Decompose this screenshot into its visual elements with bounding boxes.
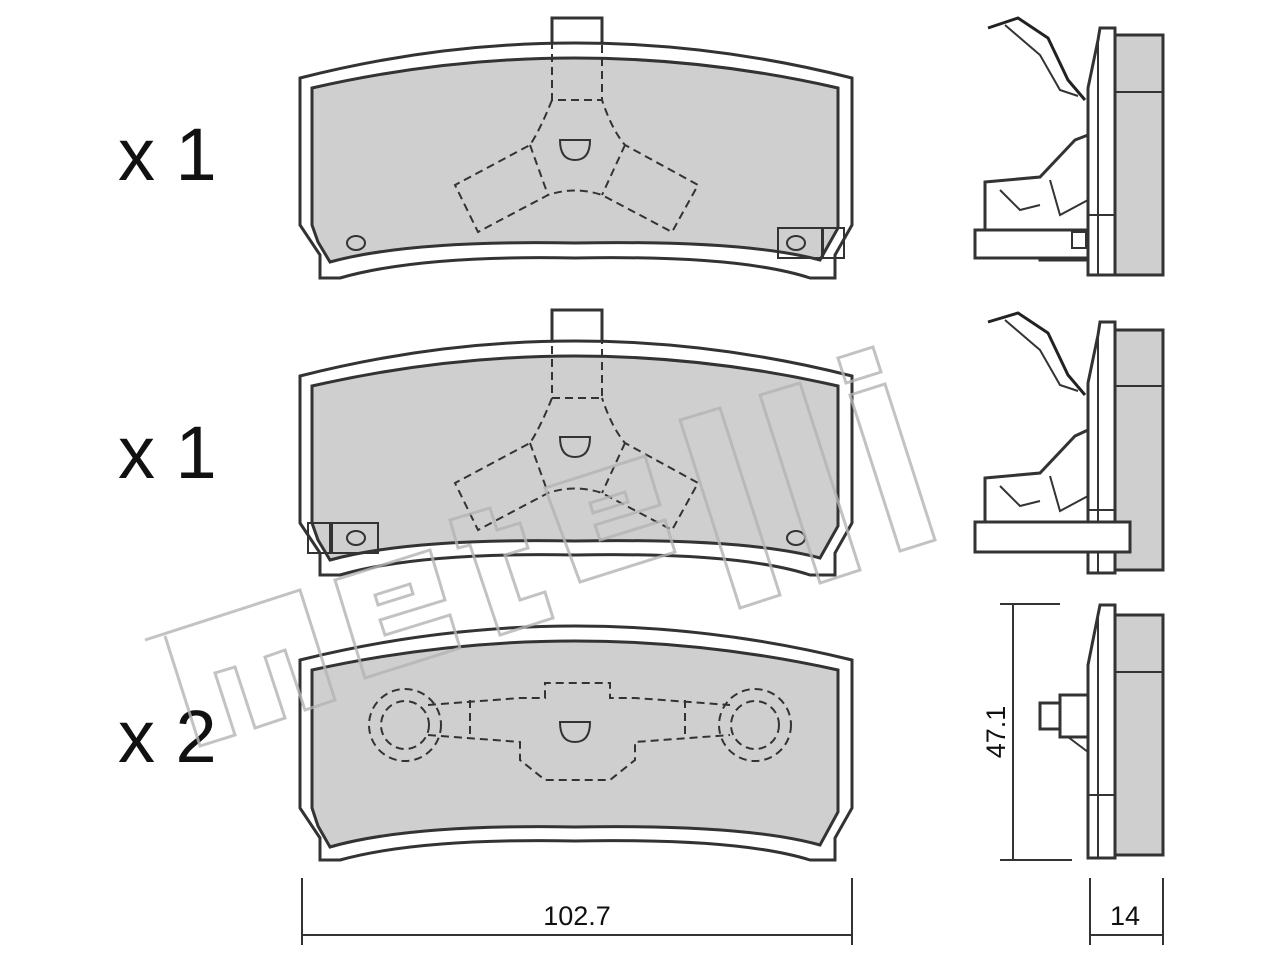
pad-2-left-clip	[329, 522, 379, 554]
height-dimension-label: 47.1	[981, 706, 1011, 759]
side-1-detail-lines	[1088, 40, 1163, 275]
side-1-wear-indicator-wire	[987, 16, 1087, 101]
side-1-clip-pin	[1071, 231, 1087, 249]
pad-3-front-view	[298, 624, 854, 862]
height-dimension-lines	[1000, 603, 1072, 861]
side-1-wire-shadow	[1004, 24, 1079, 97]
pad-1-wear-slot	[558, 139, 592, 162]
watermark-letter-t	[448, 506, 555, 637]
width-dimension-label: 102.7	[543, 901, 611, 931]
watermark-letter-e	[333, 548, 462, 680]
side-1-friction	[1113, 33, 1165, 277]
pad-2-side-view	[973, 311, 1165, 575]
pad-3-wear-slot	[558, 721, 592, 744]
pad-3-left-dashed-inner-circle	[380, 700, 430, 750]
width-dimension-lines	[301, 878, 853, 945]
pad-2-front-view	[298, 308, 854, 577]
pad-2-top-tab	[550, 308, 604, 344]
side-1-clip-detail	[999, 179, 1089, 217]
watermark-letter-e2	[543, 454, 677, 584]
dimension-width: 102.7	[301, 878, 853, 945]
pad-2-dashed-arms	[529, 442, 626, 494]
pad-3-side-view	[1038, 603, 1165, 860]
watermark-letter-i	[836, 345, 937, 553]
watermark-letter-l	[678, 406, 782, 610]
pad-1-right-clip-tab	[821, 227, 845, 259]
row-2-quantity-label: x 1	[118, 411, 217, 494]
thickness-dimension-lines	[1089, 878, 1164, 945]
pad-2-left-hole	[346, 530, 366, 546]
pad-1-side-view	[973, 16, 1165, 277]
watermark-letter-l2	[758, 381, 862, 585]
pad-1-dashed-stem	[551, 28, 603, 101]
pad-2-left-clip-tab	[307, 522, 333, 554]
pad-3-right-dashed-circle	[718, 688, 792, 762]
pad-3-left-dashed-circle	[368, 688, 442, 762]
side-3-pin-body	[1058, 693, 1090, 739]
row-3-quantity-label: x 2	[118, 695, 217, 778]
pad-3-friction-material	[310, 639, 840, 849]
pad-1-right-hole	[786, 235, 806, 251]
dimension-thickness: 14	[1089, 878, 1164, 945]
side-2-wire-shadow	[1004, 319, 1079, 392]
pad-3-dashed-spring	[427, 682, 731, 781]
side-1-clip-base	[973, 228, 1090, 260]
side-3-pin-edge	[1067, 736, 1089, 753]
row-1-quantity-label: x 1	[118, 113, 217, 196]
metelli-watermark-logo	[144, 345, 937, 748]
pad-3-dashed-ribs	[469, 700, 686, 738]
pad-3-right-dashed-inner-circle	[730, 700, 780, 750]
side-2-clip-base	[973, 520, 1132, 554]
side-3-friction	[1113, 613, 1165, 857]
pad-2-wear-slot	[558, 436, 592, 459]
side-2-wear-indicator-wire	[987, 311, 1087, 396]
side-3-detail-lines	[1088, 615, 1163, 858]
pad-1-left-hole	[346, 235, 366, 251]
thickness-dimension-label: 14	[1110, 901, 1140, 931]
pad-2-dashed-stem	[551, 320, 603, 399]
watermark-letter-m	[144, 588, 337, 748]
pad-1-front-view	[298, 16, 854, 280]
side-3-backing-plate	[1086, 603, 1117, 860]
side-2-clip-detail	[999, 475, 1089, 513]
side-1-backing-plate	[1086, 26, 1117, 277]
dimension-height: 47.1	[981, 603, 1072, 861]
pad-1-dashed-arms	[529, 144, 626, 196]
